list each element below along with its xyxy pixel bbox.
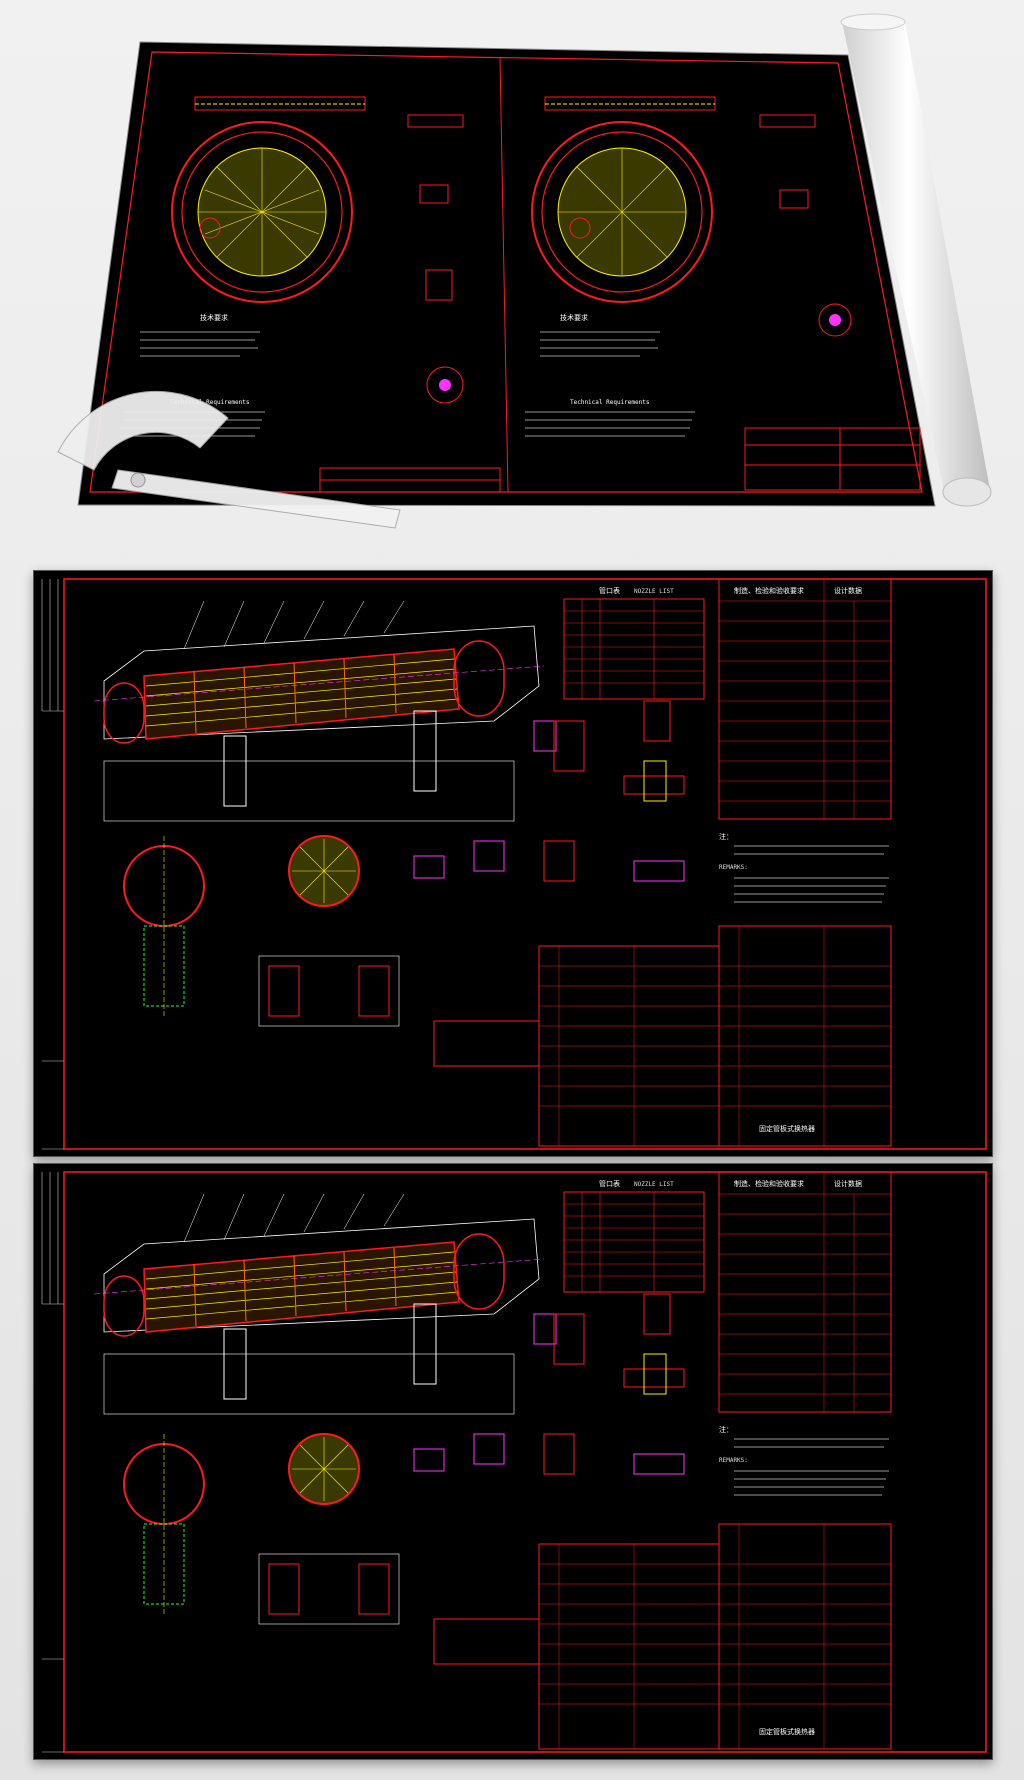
detail-views	[413, 700, 685, 882]
drawing-panel-1: 管口表 NOZZLE LIST 制造、检验和验收要求 设计数据	[33, 570, 993, 1157]
notes-heading: 注：	[719, 832, 733, 841]
right-detail-views	[759, 114, 852, 337]
nozzle-table	[563, 1191, 705, 1293]
nozzle-table-title-en: NOZZLE LIST	[634, 1181, 674, 1188]
data-table-title: 设计数据	[834, 1179, 862, 1188]
detail-views	[413, 1293, 685, 1475]
title-block: 固定管板式换热器	[759, 1727, 815, 1736]
section-views	[123, 835, 400, 1027]
nozzle-table-title: 管口表	[599, 1179, 620, 1188]
parts-list-table	[433, 925, 892, 1147]
title-block: 固定管板式换热器	[759, 1124, 815, 1133]
paper-roll	[842, 22, 990, 495]
design-table-title: 制造、检验和验收要求	[734, 1179, 804, 1188]
nozzle-table	[563, 598, 705, 700]
design-table-title: 制造、检验和验收要求	[734, 586, 804, 595]
top-left-note-title-en: Technical Requirements	[170, 399, 250, 406]
rolled-drawing-sheet: 技术要求 Technical Requirements	[57, 13, 992, 529]
section-views	[123, 1433, 400, 1625]
notes-heading: 注：	[719, 1425, 733, 1434]
notes-heading-en: REMARKS:	[719, 1457, 748, 1464]
exchanger-main-view	[93, 1193, 545, 1415]
notes-heading-en: REMARKS:	[719, 864, 748, 871]
right-tubesheet-drawing	[531, 96, 716, 303]
protractor-tool	[57, 390, 401, 529]
nozzle-table-title: 管口表	[599, 586, 620, 595]
left-tubesheet-drawing	[171, 96, 366, 303]
nozzle-table-title-en: NOZZLE LIST	[634, 588, 674, 595]
design-data-table	[718, 1171, 892, 1413]
data-table-title: 设计数据	[834, 586, 862, 595]
top-right-note-title: 技术要求	[560, 313, 588, 322]
left-detail-views	[407, 114, 464, 404]
top-left-note-title: 技术要求	[200, 313, 228, 322]
design-data-table	[718, 578, 892, 820]
top-right-note-title-en: Technical Requirements	[570, 399, 650, 406]
exchanger-main-view	[93, 600, 545, 822]
parts-list-table	[433, 1523, 892, 1750]
drawing-panel-2: 管口表 NOZZLE LIST 制造、检验和验收要求 设计数据	[33, 1163, 993, 1760]
